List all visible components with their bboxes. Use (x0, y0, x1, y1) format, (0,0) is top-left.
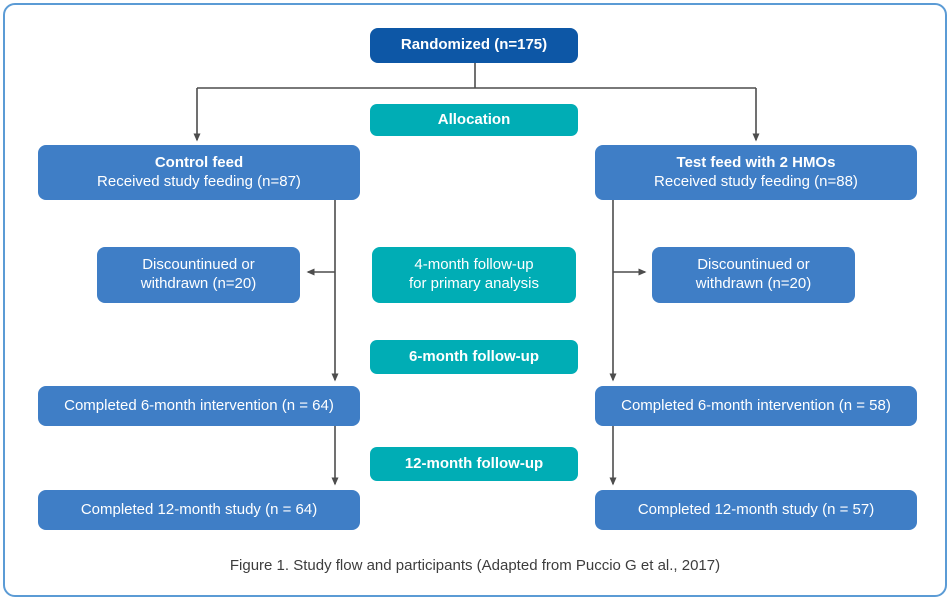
node-completed-6-month-right: Completed 6-month intervention (n = 58) (595, 386, 917, 426)
node-randomized: Randomized (n=175) (370, 28, 578, 63)
node-4-month-followup: 4-month follow-up for primary analysis (372, 247, 576, 303)
node-discontinued-left-line1: Discountinued or (142, 256, 255, 274)
node-completed-12-month-right: Completed 12-month study (n = 57) (595, 490, 917, 530)
node-completed-12-month-left: Completed 12-month study (n = 64) (38, 490, 360, 530)
node-12-month-followup: 12-month follow-up (370, 447, 578, 481)
node-completed-6-month-left: Completed 6-month intervention (n = 64) (38, 386, 360, 426)
node-test-feed-subtitle: Received study feeding (n=88) (654, 172, 858, 190)
node-randomized-label: Randomized (n=175) (400, 36, 548, 54)
node-control-feed: Control feed Received study feeding (n=8… (38, 145, 360, 200)
node-12-month-followup-label: 12-month follow-up (404, 454, 544, 472)
node-discontinued-right-line1: Discountinued or (697, 256, 810, 274)
node-discontinued-left-line2: withdrawn (n=20) (140, 275, 257, 292)
node-control-feed-title: Control feed (154, 153, 244, 171)
node-test-feed: Test feed with 2 HMOs Received study fee… (595, 145, 917, 200)
node-discontinued-left: Discountinued or withdrawn (n=20) (97, 247, 300, 303)
node-allocation: Allocation (370, 104, 578, 136)
node-discontinued-right-line2: withdrawn (n=20) (695, 275, 812, 292)
node-allocation-label: Allocation (437, 110, 511, 128)
node-4-month-followup-line2: for primary analysis (408, 275, 540, 292)
node-test-feed-title: Test feed with 2 HMOs (676, 153, 836, 171)
node-completed-6-month-left-label: Completed 6-month intervention (n = 64) (64, 396, 334, 414)
node-6-month-followup-label: 6-month follow-up (409, 347, 539, 365)
node-control-feed-subtitle: Received study feeding (n=87) (97, 172, 301, 190)
node-completed-12-month-left-label: Completed 12-month study (n = 64) (80, 500, 318, 518)
node-discontinued-right: Discountinued or withdrawn (n=20) (652, 247, 855, 303)
node-4-month-followup-line1: 4-month follow-up (414, 256, 534, 274)
node-completed-6-month-right-label: Completed 6-month intervention (n = 58) (621, 396, 891, 414)
figure-caption: Figure 1. Study flow and participants (A… (229, 557, 721, 574)
node-6-month-followup: 6-month follow-up (370, 340, 578, 374)
node-completed-12-month-right-label: Completed 12-month study (n = 57) (637, 500, 875, 518)
